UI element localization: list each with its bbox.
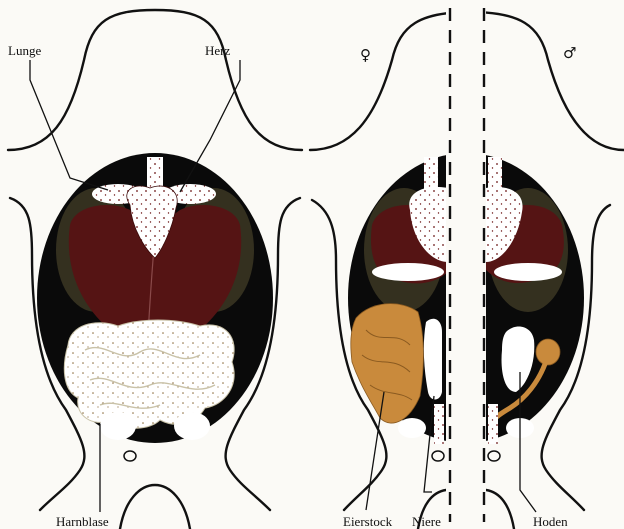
male-symbol: ♂: [563, 44, 576, 62]
head-outline: [8, 10, 302, 150]
frog-digestive: Lunge Herz Harnblase: [8, 10, 302, 529]
male-lung: [494, 263, 562, 281]
male-trachea: [488, 157, 502, 191]
female-symbol: ♀: [360, 46, 371, 64]
male-cloaca-outline: [486, 490, 514, 529]
cloaca-opening: [124, 451, 136, 461]
bladder-right: [174, 412, 210, 440]
female-cloaca-opening: [432, 451, 444, 461]
label-lung: Lunge: [8, 43, 41, 58]
testis: [536, 339, 560, 365]
male-ureter: [488, 404, 498, 444]
label-heart: Herz: [205, 43, 230, 58]
lung-leader: [30, 60, 108, 190]
female-oviduct: [434, 404, 444, 444]
female-bladder: [398, 418, 426, 438]
bladder-left: [100, 412, 136, 440]
label-kidney: Niere: [412, 514, 441, 529]
female-trachea: [424, 157, 438, 191]
label-ovary: Eierstock: [343, 514, 393, 529]
male-cloaca-opening: [488, 451, 500, 461]
label-testis: Hoden: [533, 514, 568, 529]
cloaca-outline: [120, 485, 190, 529]
male-head-outline: [470, 12, 624, 150]
label-bladder: Harnblase: [56, 514, 109, 529]
ovary: [351, 304, 424, 423]
female-lung: [372, 263, 444, 281]
female-head-outline: [310, 12, 470, 150]
